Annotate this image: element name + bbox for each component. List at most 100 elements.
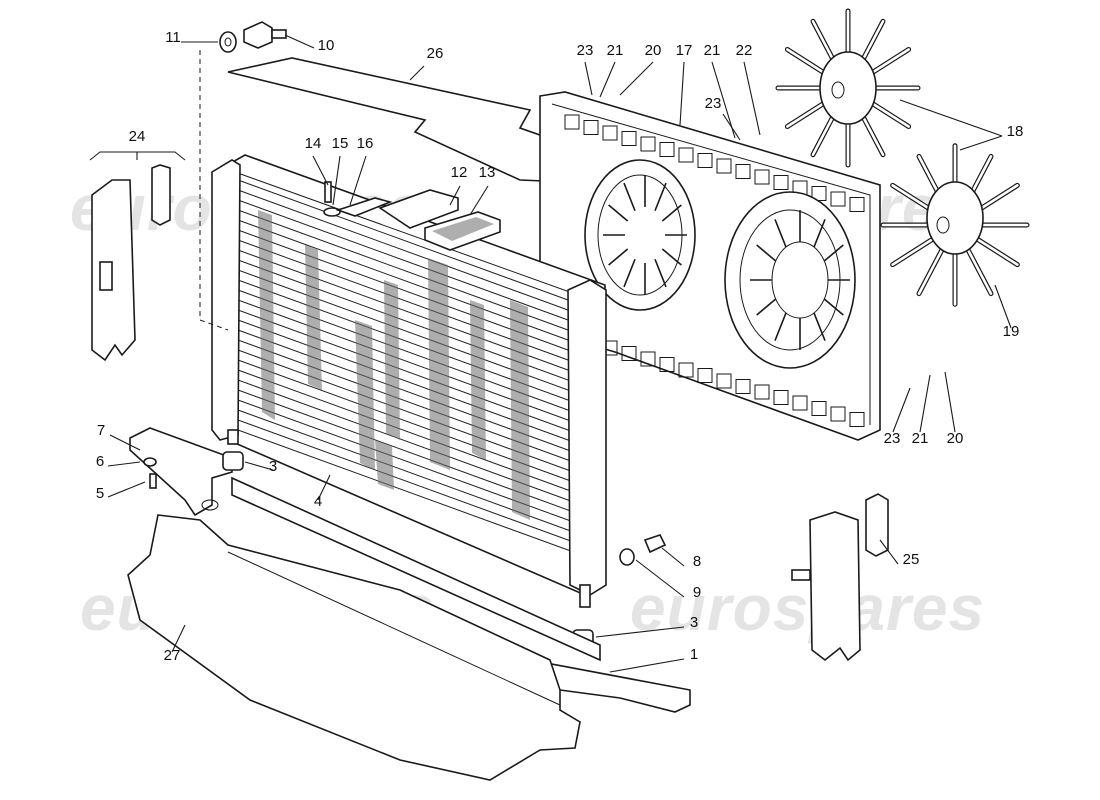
callout-c16: 16 [357, 135, 374, 152]
leader-line [107, 481, 146, 498]
radiator-fin-line [237, 299, 591, 429]
radiator-fin-line [237, 369, 591, 499]
leader-line [944, 371, 956, 433]
radiator-fin-line [237, 349, 591, 479]
shroud-spoke [623, 182, 636, 212]
leader-line [899, 99, 1003, 137]
callout-c22: 22 [736, 42, 753, 59]
shroud-window [735, 164, 751, 179]
callout-c18: 18 [1007, 123, 1024, 140]
callout-c27: 27 [164, 647, 181, 664]
shroud-spoke [774, 312, 787, 341]
shroud-window [792, 395, 808, 411]
callout-c21b: 21 [704, 42, 721, 59]
radiator-fin-line [237, 329, 591, 459]
shroud-spoke [661, 204, 682, 222]
shroud-window [678, 147, 694, 163]
radiator-fin-line [237, 249, 591, 379]
radiator-fin-line [237, 259, 591, 389]
callout-c21c: 21 [912, 430, 929, 447]
radiator-fin-line [237, 269, 591, 399]
callout-c13: 13 [479, 164, 496, 181]
part-18-fan-lower [880, 143, 1030, 307]
radiator-fin-line [237, 339, 591, 469]
callout-c7: 7 [97, 422, 105, 439]
callout-c23b: 23 [705, 95, 722, 112]
leader-line [409, 65, 425, 81]
shroud-window [678, 362, 694, 378]
radiator-fin-line [237, 199, 591, 329]
part-4-radiator [211, 154, 607, 608]
leader-line [892, 387, 911, 433]
part-17-fan-shroud [539, 91, 881, 441]
leader-line [312, 155, 329, 186]
shroud-window [773, 390, 789, 405]
leader-line [244, 461, 274, 471]
shroud-spoke [756, 244, 777, 262]
shroud-window [830, 406, 846, 422]
leader-line [469, 185, 489, 216]
shroud-window [754, 384, 770, 400]
shroud-spoke [654, 258, 667, 288]
shroud-spoke [608, 204, 629, 222]
radiator-fin-line [237, 389, 591, 519]
callout-c26: 26 [427, 45, 444, 62]
leader-line [994, 284, 1012, 329]
callout-c5: 5 [96, 485, 104, 502]
radiator-fin-line [237, 189, 591, 319]
shroud-window [811, 401, 827, 416]
part-7-bracket [129, 427, 233, 517]
bottom-rail [231, 476, 601, 662]
leader-line [171, 624, 186, 653]
leader-line [959, 135, 1003, 151]
shroud-window [659, 142, 675, 157]
callout-c20b: 20 [947, 430, 964, 447]
callout-c23a: 23 [577, 42, 594, 59]
callout-c10: 10 [318, 37, 335, 54]
part-8-drain-plug [643, 534, 667, 554]
shroud-window [659, 357, 675, 372]
part-10-thermo-switch [243, 21, 287, 49]
radiator-fin-line [237, 239, 591, 369]
callout-leader-lines [107, 34, 1012, 673]
shroud-window [716, 373, 732, 389]
part-5-6-bolt-washer [143, 457, 157, 489]
radiator-fin-line [237, 179, 591, 309]
leader-line [317, 474, 331, 501]
watermark-bottom-right: eurospares [630, 572, 985, 644]
radiator-fin-line [237, 319, 591, 449]
shroud-window [697, 153, 713, 168]
leader-line [919, 374, 931, 433]
callout-c8: 8 [693, 553, 701, 570]
dashed-guide-10 [199, 50, 229, 331]
part-11-washer [219, 31, 237, 53]
shroud-window [583, 120, 599, 135]
radiator-fin-line [237, 289, 591, 419]
leader-line [619, 61, 654, 96]
leader-line [349, 155, 367, 206]
shroud-window [640, 136, 656, 152]
leader-line [332, 155, 341, 206]
callout-c17: 17 [676, 42, 693, 59]
shroud-window [849, 197, 865, 212]
leader-line [879, 539, 899, 565]
shroud-spoke [623, 258, 636, 288]
shroud-spoke [654, 182, 667, 212]
callout-c3b: 3 [690, 614, 698, 631]
part-13-foam-pad [424, 211, 501, 251]
callout-c24: 24 [129, 128, 146, 145]
shroud-spoke [661, 248, 682, 266]
leader-line [722, 113, 741, 141]
leader-line [284, 34, 315, 49]
leader-line [584, 61, 593, 96]
shroud-spoke [756, 298, 777, 316]
leader-line [595, 626, 685, 638]
radiator-fin-line [237, 359, 591, 489]
shroud-spoke [608, 248, 629, 266]
leader-line [609, 658, 685, 673]
shroud-window [849, 412, 865, 427]
shroud-window [773, 175, 789, 190]
radiator-fin-line [237, 309, 591, 439]
radiator-fin-line [237, 379, 591, 509]
